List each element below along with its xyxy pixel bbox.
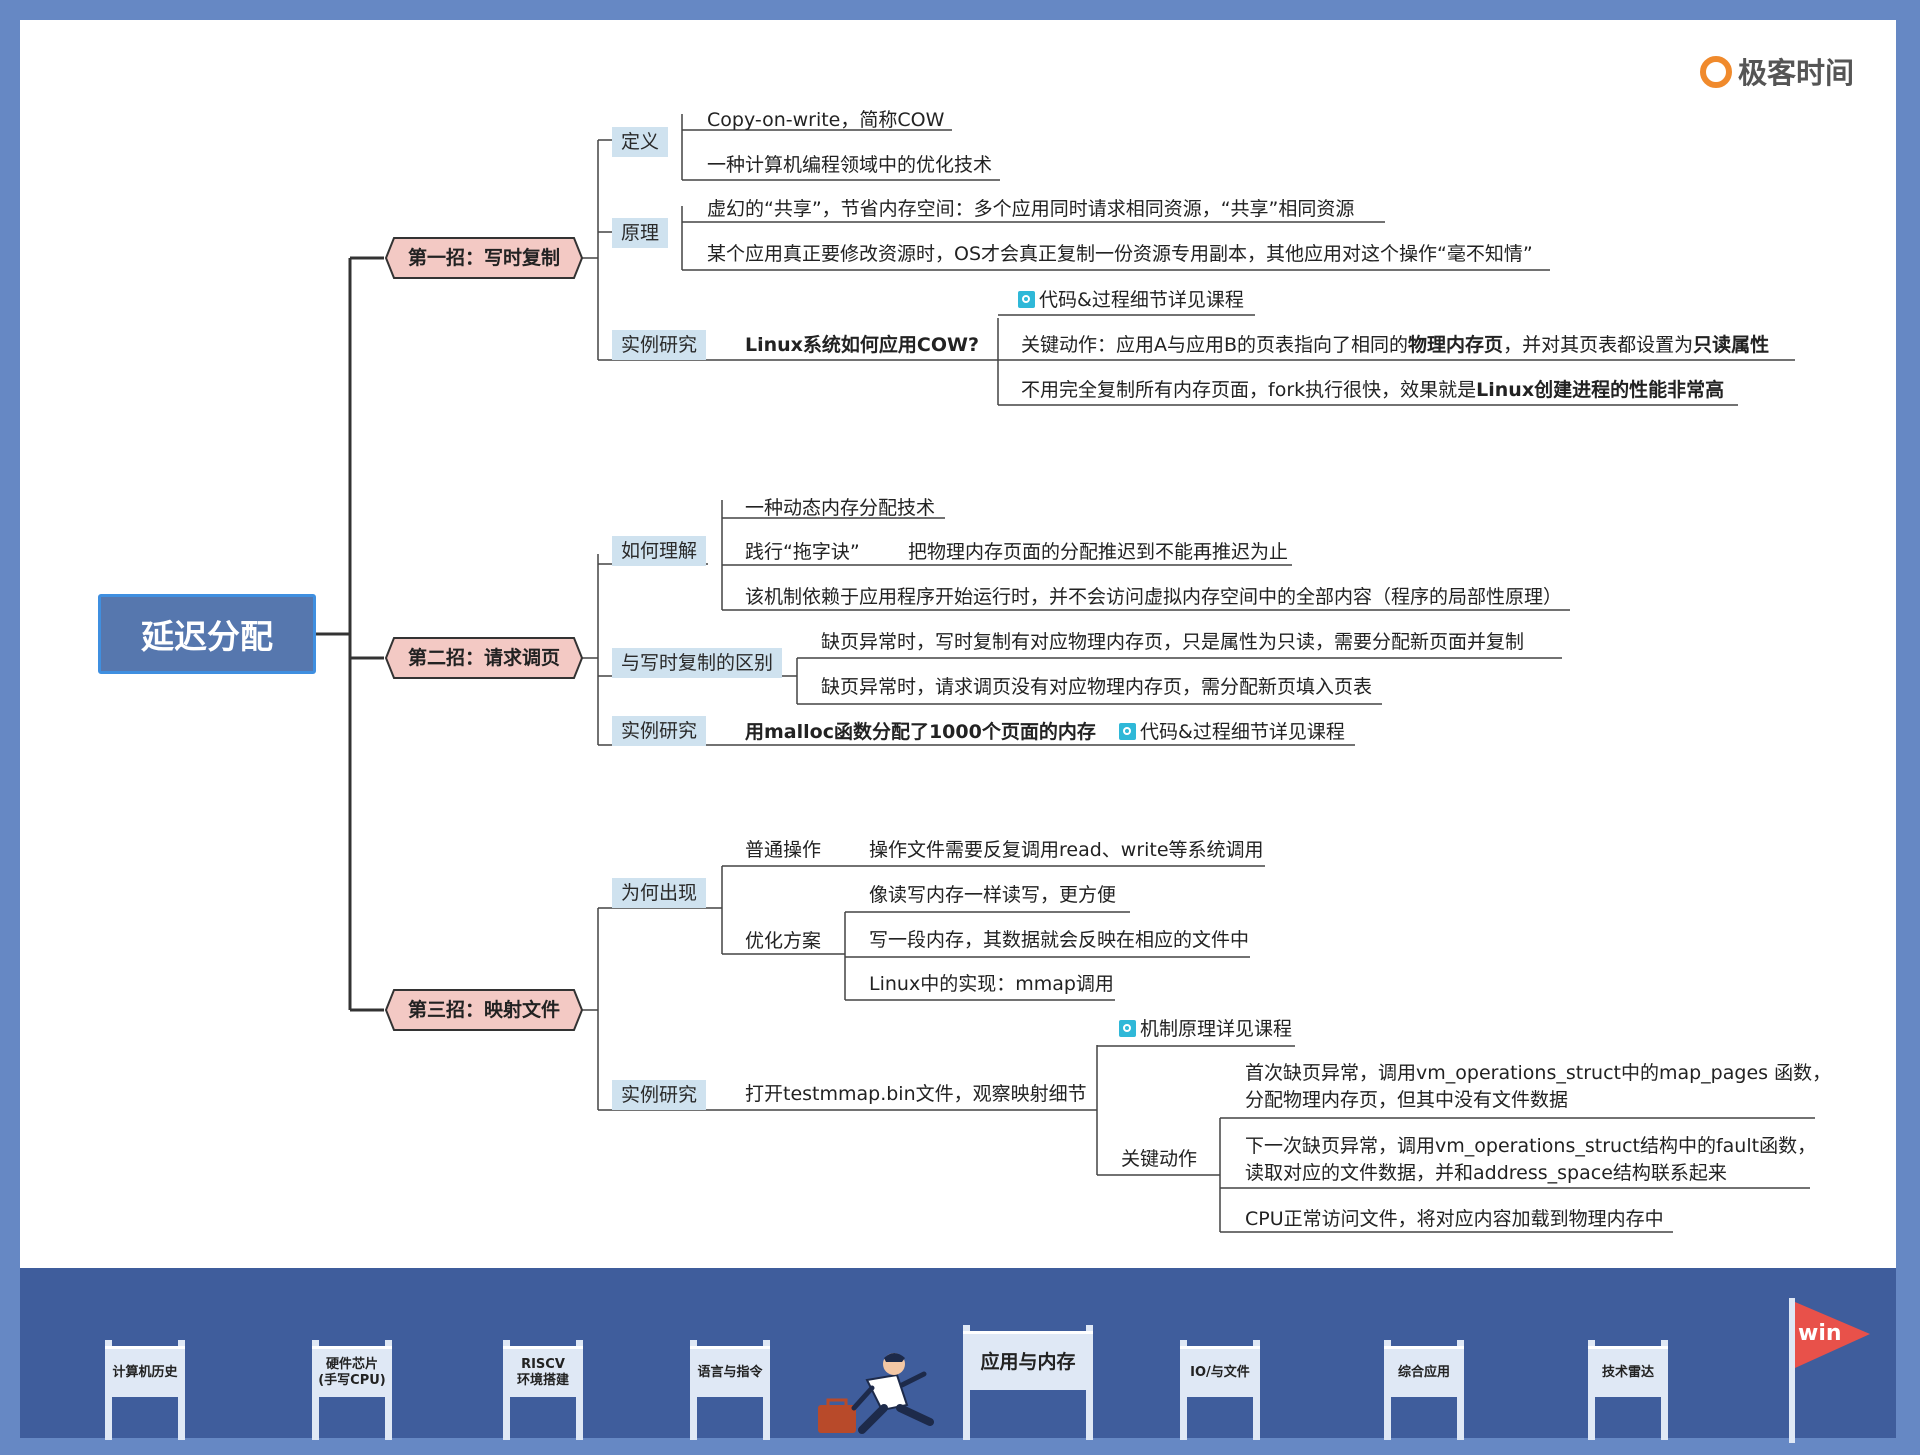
branch-title: 第三招：映射文件 [407,999,560,1021]
normal-detail: 操作文件需要反复调用read、write等系统调用 [869,839,1264,861]
case-action-1-bold-2: 只读属性 [1693,334,1770,356]
case-action-2-text: 不用完全复制所有内存页面，fork执行很快，效果就是 [1021,379,1477,401]
b3-case [598,1045,1815,1233]
gate-hardware-chip[interactable]: 硬件芯片 (手写CPU) [312,1340,392,1440]
case-link-text: 代码&过程细节详见课程 [1039,289,1244,311]
case-link[interactable]: 机制原理详见课程 [1119,1017,1292,1041]
label-case-study: 实例研究 [612,1080,707,1110]
case-action-2-bold: Linux创建进程的性能非常高 [1476,379,1725,401]
b1-principle [598,206,1550,271]
gate-language-instructions[interactable]: 语言与指令 [690,1340,770,1440]
gate-label: 应用与内存 [963,1331,1093,1390]
branch-hex-shape [384,237,584,279]
branch-title: 第二招：请求调页 [407,647,560,669]
b1-def [598,114,1000,181]
case-action-2: 不用完全复制所有内存页面，fork执行很快，效果就是Linux创建进程的性能非常… [1021,378,1724,402]
link-icon [1119,1020,1136,1037]
gate-riscv-env[interactable]: RISCV 环境搭建 [503,1340,583,1440]
how-item-2: 践行“拖字诀” [745,541,860,563]
principle-item-2: 某个应用真正要修改资源时，OS才会真正复制一份资源专用副本，其他应用对这个操作“… [707,243,1533,265]
case-action-1-text: 关键动作：应用A与应用B的页表指向了相同的 [1021,334,1409,356]
link-icon [1018,291,1035,308]
branch-memory-mapped-file: 第三招：映射文件 [384,988,584,1032]
label-case-study: 实例研究 [612,330,707,360]
runner-icon [818,1353,934,1434]
case-action-1: 关键动作：应用A与应用B的页表指向了相同的物理内存页，并对其页表都设置为只读属性 [1021,333,1769,357]
label-how-to-understand: 如何理解 [612,536,707,566]
key-action-1b: 分配物理内存页，但其中没有文件数据 [1245,1089,1569,1111]
root-node: 延迟分配 [98,594,316,674]
how-item-3: 该机制依赖于应用程序开始运行时，并不会访问虚拟内存空间中的全部内容（程序的局部性… [745,586,1563,608]
gate-label: 技术雷达 [1588,1346,1668,1397]
case-title: 打开testmmap.bin文件，观察映射细节 [745,1083,1087,1105]
branch-hex-shape [384,989,584,1031]
geektime-logo: 极客时间 [1700,50,1854,92]
gate-label: RISCV 环境搭建 [503,1346,583,1397]
def-item-1: Copy-on-write，简称COW [707,109,945,131]
case-link-text: 机制原理详见课程 [1140,1018,1293,1040]
root-connector [316,256,384,1012]
opt-item-1: 像读写内存一样读写，更方便 [869,884,1117,906]
opt-item-2: 写一段内存，其数据就会反映在相应的文件中 [869,929,1250,951]
normal-label: 普通操作 [745,839,822,861]
branch-hex-shape [384,637,584,679]
how-item-2-detail: 把物理内存页面的分配推迟到不能再推迟为止 [908,541,1289,563]
win-flag-label: win [1798,1321,1842,1346]
gate-label: 硬件芯片 (手写CPU) [312,1346,392,1397]
case-action-1-text-2: ，并对其页表都设置为 [1503,334,1694,356]
case-action-1-bold: 物理内存页 [1408,334,1504,356]
key-action-label: 关键动作 [1121,1148,1198,1170]
label-case-study: 实例研究 [612,716,707,746]
opt-label: 优化方案 [745,930,822,952]
key-action-2a: 下一次缺页异常，调用vm_operations_struct结构中的fault函… [1245,1135,1817,1157]
gate-io-file[interactable]: IO/与文件 [1180,1340,1260,1440]
key-action-1a: 首次缺页异常，调用vm_operations_struct中的map_pages… [1245,1062,1832,1084]
label-definition: 定义 [612,127,669,157]
logo-mark-icon [1700,56,1732,88]
gate-label: IO/与文件 [1180,1346,1260,1397]
opt-item-3: Linux中的实现：mmap调用 [869,973,1114,995]
label-diff-with-cow: 与写时复制的区别 [612,648,783,678]
principle-item-1: 虚幻的“共享”，节省内存空间：多个应用同时请求相同资源，“共享”相同资源 [707,198,1355,220]
diff-item-2: 缺页异常时，请求调页没有对应物理内存页，需分配新页填入页表 [821,676,1373,698]
branch-title: 第一招：写时复制 [407,247,560,269]
case-link[interactable]: 代码&过程细节详见课程 [1119,720,1345,744]
case-title: Linux系统如何应用COW? [745,334,980,356]
gate-tech-radar[interactable]: 技术雷达 [1588,1340,1668,1440]
case-link[interactable]: 代码&过程细节详见课程 [1018,288,1244,312]
gate-label: 计算机历史 [105,1346,185,1397]
branch-demand-paging: 第二招：请求调页 [384,636,584,680]
how-item-1: 一种动态内存分配技术 [745,497,936,519]
logo-text: 极客时间 [1738,56,1855,90]
case-link-text: 代码&过程细节详见课程 [1140,721,1345,743]
key-action-3: CPU正常访问文件，将对应内容加载到物理内存中 [1245,1208,1664,1230]
diff-item-1: 缺页异常时，写时复制有对应物理内存页，只是属性为只读，需要分配新页面并复制 [821,631,1525,653]
key-action-2b: 读取对应的文件数据，并和address_space结构联系起来 [1245,1162,1727,1184]
b3-why [598,865,1265,1001]
gate-integrated-apps[interactable]: 综合应用 [1384,1340,1464,1440]
def-item-2: 一种计算机编程领域中的优化技术 [707,154,993,176]
label-why: 为何出现 [612,878,707,908]
gate-label: 语言与指令 [690,1346,770,1397]
gate-computer-history[interactable]: 计算机历史 [105,1340,185,1440]
case-title: 用malloc函数分配了1000个页面的内存 [745,721,1096,743]
mindmap-canvas [20,20,1896,1268]
b1-case [598,314,1795,406]
gate-label: 综合应用 [1384,1346,1464,1397]
link-icon [1119,723,1136,740]
gate-app-memory-current[interactable]: 应用与内存 [963,1325,1093,1440]
label-principle: 原理 [612,218,669,248]
branch-copy-on-write: 第一招：写时复制 [384,236,584,280]
win-flag-icon [1789,1298,1870,1443]
